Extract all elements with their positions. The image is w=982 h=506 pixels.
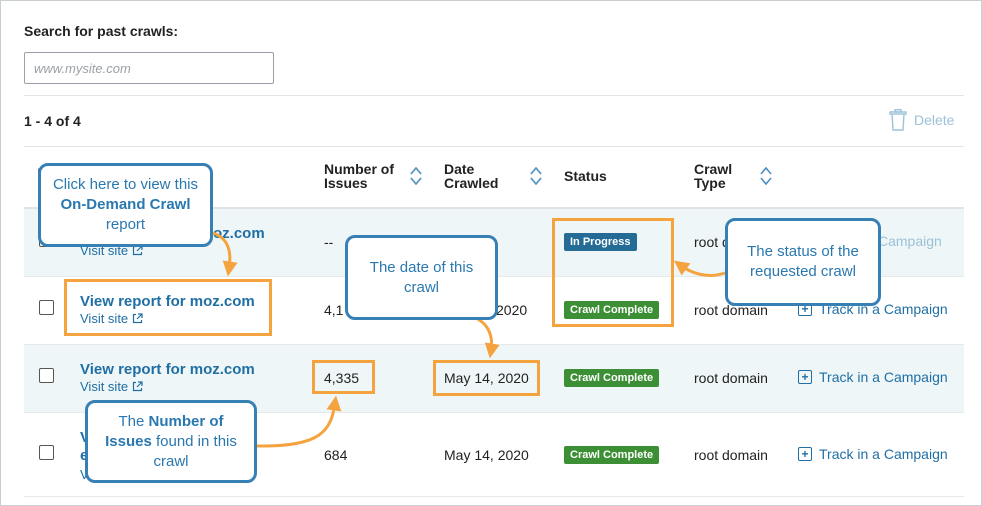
external-link-icon bbox=[133, 381, 143, 392]
date-crawled: 2020 bbox=[496, 302, 528, 318]
view-report-link-line2[interactable]: e bbox=[80, 447, 88, 464]
issues-count: 4,335 bbox=[324, 370, 360, 386]
issues-count: 4,1 bbox=[324, 302, 344, 318]
track-in-campaign-link[interactable]: Campaign bbox=[878, 233, 942, 249]
trash-icon bbox=[889, 109, 907, 131]
column-header-date[interactable]: Date Crawled bbox=[444, 161, 499, 191]
view-report-link[interactable]: View report for moz.com bbox=[80, 293, 255, 310]
plus-icon: + bbox=[798, 447, 812, 461]
visit-site-link[interactable]: V bbox=[80, 467, 89, 482]
issues-count: -- bbox=[324, 234, 334, 250]
visit-site-link[interactable]: Visit site bbox=[80, 379, 143, 394]
status-highlight bbox=[552, 218, 674, 327]
sort-icon[interactable] bbox=[409, 165, 423, 187]
issues-highlight bbox=[312, 360, 375, 394]
crawl-type: root domain bbox=[694, 302, 768, 318]
status-badge: Crawl Complete bbox=[564, 301, 660, 319]
row-checkbox[interactable] bbox=[39, 300, 54, 315]
column-header-issues[interactable]: Number of Issues bbox=[324, 161, 394, 191]
header-divider bbox=[24, 207, 964, 209]
callout-report: Click here to view this On-Demand Crawl … bbox=[38, 163, 213, 247]
sort-icon[interactable] bbox=[529, 165, 543, 187]
delete-button[interactable]: Delete bbox=[889, 109, 954, 131]
status-badge: In Progress bbox=[564, 233, 637, 251]
external-link-icon bbox=[133, 313, 143, 324]
plus-icon: + bbox=[798, 370, 812, 384]
visit-site-link[interactable]: Visit site bbox=[80, 311, 143, 326]
table-row bbox=[24, 413, 964, 497]
divider bbox=[24, 95, 964, 96]
date-crawled: May 14, 2020 bbox=[444, 447, 529, 463]
divider bbox=[24, 146, 964, 147]
crawl-type: root d bbox=[694, 234, 730, 250]
search-input[interactable] bbox=[24, 52, 274, 84]
status-badge: Crawl Complete bbox=[564, 369, 660, 387]
callout-issues: The Number of Issues found in this crawl bbox=[85, 400, 257, 483]
status-badge: Crawl Complete bbox=[564, 446, 660, 464]
column-header-status: Status bbox=[564, 168, 607, 184]
row-checkbox[interactable] bbox=[39, 368, 54, 383]
delete-label: Delete bbox=[914, 112, 955, 128]
issues-count: 684 bbox=[324, 447, 348, 463]
view-report-link[interactable]: View report for moz.com bbox=[80, 361, 255, 378]
crawl-type: root domain bbox=[694, 447, 768, 463]
view-report-link[interactable]: oz.com bbox=[213, 225, 265, 242]
callout-date: The date of this crawl bbox=[345, 235, 498, 320]
crawl-type: root domain bbox=[694, 370, 768, 386]
row-checkbox[interactable] bbox=[39, 445, 54, 460]
date-crawled: May 14, 2020 bbox=[444, 370, 529, 386]
date-highlight bbox=[433, 360, 540, 396]
sort-icon[interactable] bbox=[759, 165, 773, 187]
track-in-campaign-link[interactable]: + Track in a Campaign bbox=[798, 369, 948, 385]
track-in-campaign-link[interactable]: + Track in a Campaign bbox=[798, 446, 948, 462]
search-label: Search for past crawls: bbox=[24, 23, 179, 39]
report-link-highlight bbox=[64, 279, 272, 336]
callout-status: The status of the requested crawl bbox=[725, 218, 881, 306]
column-header-crawl-type[interactable]: Crawl Type bbox=[694, 161, 733, 191]
results-count: 1 - 4 of 4 bbox=[24, 113, 81, 129]
